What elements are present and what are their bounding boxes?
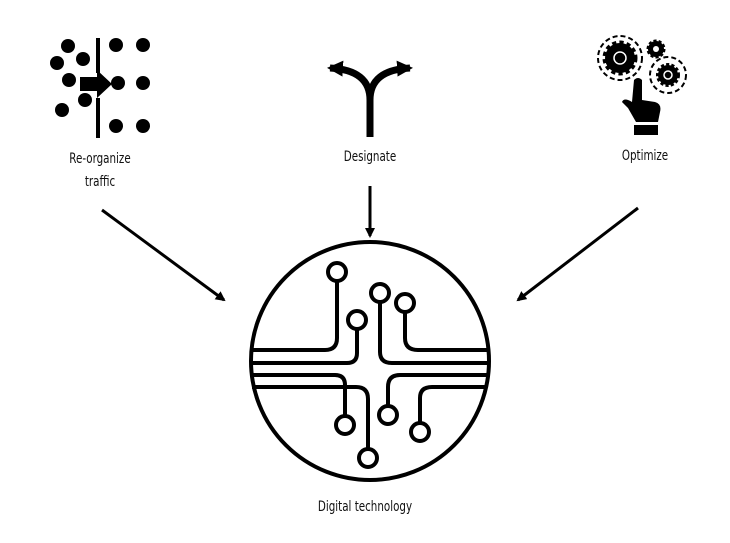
connector-arrows [101, 186, 639, 302]
arrow-reorganize-to-digital [101, 208, 226, 302]
reorganize-label-line1: Re-organize [69, 151, 131, 167]
traffic-reorganize-icon [50, 38, 150, 138]
arrow-optimize-to-digital [516, 206, 639, 302]
circuit-icon [249, 240, 491, 482]
fork-arrow-icon [327, 60, 413, 137]
gears-hand-icon [597, 35, 687, 135]
reorganize-label-line2: traffic [84, 174, 116, 190]
designate-label: Designate [343, 149, 397, 165]
optimize-label: Optimize [621, 148, 669, 164]
digital-technology-label: Digital technology [317, 499, 413, 515]
reorganize-label: Re-organize traffic [51, 148, 149, 194]
